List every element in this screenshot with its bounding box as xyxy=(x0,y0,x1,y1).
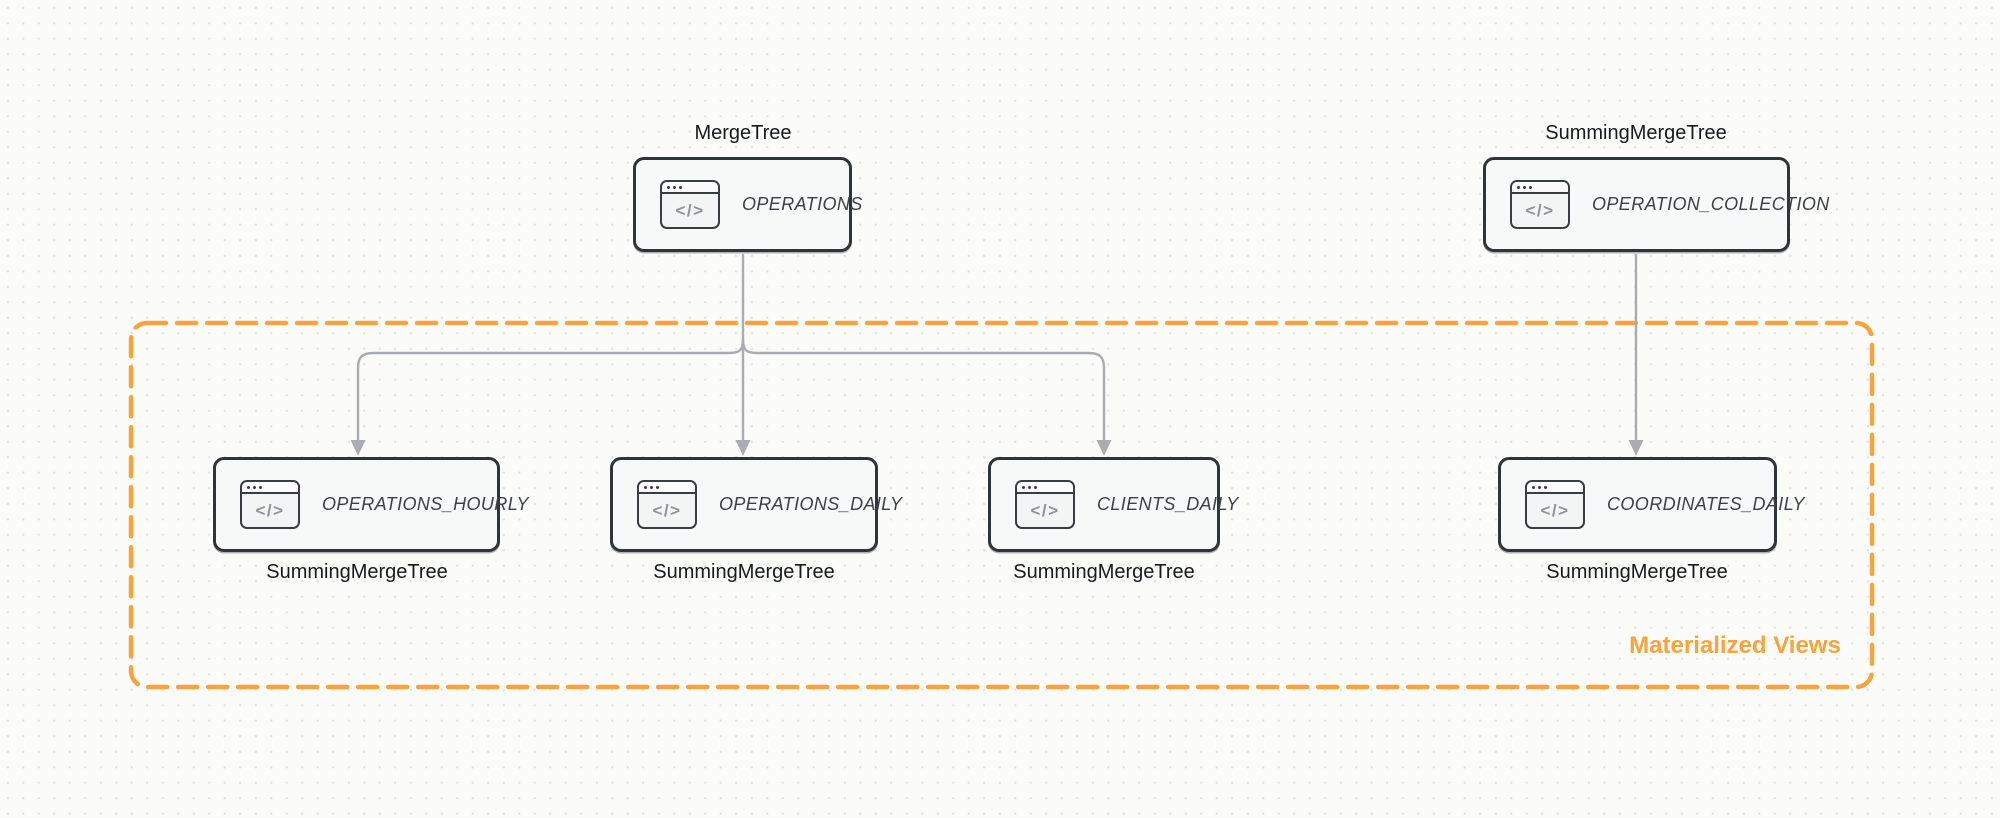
code-glyph: </> xyxy=(255,500,285,520)
code-glyph: </> xyxy=(1540,500,1570,520)
window-dots xyxy=(1017,482,1073,494)
edge-operations-to-clients xyxy=(741,338,1106,440)
node-operations[interactable]: </> OPERATIONS xyxy=(633,157,862,252)
code-window-icon: </> xyxy=(240,480,300,529)
edge-arrowheads xyxy=(350,440,1644,456)
arrowhead-daily xyxy=(735,440,751,456)
node-title: OPERATIONS xyxy=(742,194,863,214)
arrowhead-coordinates xyxy=(1628,440,1644,456)
engine-label-coordinates-daily: SummingMergeTree xyxy=(1546,561,1728,583)
node-title: CLIENTS_DAILY xyxy=(1097,494,1239,514)
arrowhead-hourly xyxy=(350,440,366,456)
node-title: OPERATIONS_DAILY xyxy=(719,494,903,514)
window-dots xyxy=(1527,482,1583,494)
engine-label-operations-daily: SummingMergeTree xyxy=(653,561,835,583)
engine-label-operations-hourly: SummingMergeTree xyxy=(266,561,448,583)
window-dots xyxy=(639,482,695,494)
code-window-icon: </> xyxy=(1015,480,1075,529)
code-glyph: </> xyxy=(1525,200,1555,220)
code-window-icon: </> xyxy=(1525,480,1585,529)
edge-lines xyxy=(356,254,1638,440)
code-glyph: </> xyxy=(652,500,682,520)
arrowhead-clients xyxy=(1096,440,1112,456)
node-operation-collection[interactable]: </> OPERATION_COLLECTION xyxy=(1483,157,1829,252)
code-glyph: </> xyxy=(675,200,705,220)
node-operations-daily[interactable]: </> OPERATIONS_DAILY xyxy=(610,457,902,552)
window-dots xyxy=(1512,182,1568,194)
code-glyph: </> xyxy=(1030,500,1060,520)
edge-operations-to-hourly xyxy=(356,338,745,440)
code-window-icon: </> xyxy=(660,180,720,229)
node-title: COORDINATES_DAILY xyxy=(1607,494,1805,514)
node-clients-daily[interactable]: </> CLIENTS_DAILY xyxy=(988,457,1238,552)
materialized-views-group-label: Materialized Views xyxy=(1629,632,1841,659)
node-title: OPERATION_COLLECTION xyxy=(1592,194,1830,214)
engine-label-operation-collection: SummingMergeTree xyxy=(1545,122,1727,144)
node-operations-hourly[interactable]: </> OPERATIONS_HOURLY xyxy=(213,457,528,552)
node-title: OPERATIONS_HOURLY xyxy=(322,494,529,514)
engine-label-clients-daily: SummingMergeTree xyxy=(1013,561,1195,583)
engine-label-operations: MergeTree xyxy=(694,122,792,144)
code-window-icon: </> xyxy=(637,480,697,529)
code-window-icon: </> xyxy=(1510,180,1570,229)
node-coordinates-daily[interactable]: </> COORDINATES_DAILY xyxy=(1498,457,1804,552)
window-dots xyxy=(662,182,718,194)
window-dots xyxy=(242,482,298,494)
